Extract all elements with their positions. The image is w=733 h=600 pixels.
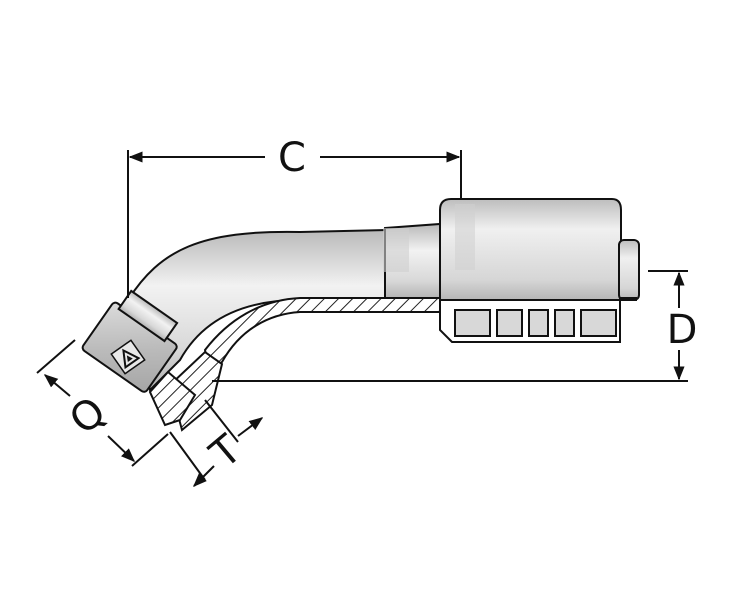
dim-q-line-bottom: [107, 435, 136, 462]
dim-t-line-top: [237, 417, 264, 437]
dim-d-label: D: [667, 307, 698, 353]
dim-t-line-bottom: [193, 465, 215, 487]
ferrule-serrations: [454, 309, 617, 337]
dim-c-label: C: [278, 135, 306, 181]
dim-t-extension-left: [169, 431, 206, 481]
dimension-t: [169, 399, 264, 487]
nut-face-section: [148, 370, 197, 427]
ferrule-end-cap: [618, 239, 640, 301]
tube-wall-section: [203, 297, 441, 374]
ferrule-shading-band: [455, 204, 475, 270]
parker-logo-icon: [110, 339, 146, 375]
dimension-c: [127, 150, 462, 298]
dim-q-line-top: [43, 374, 71, 397]
tube-shading-band: [383, 228, 409, 272]
dimension-d: [212, 270, 688, 382]
fitting-body: [81, 198, 640, 432]
dim-t-extension-right: [204, 399, 239, 443]
dim-q-extension-bottom: [131, 433, 169, 467]
ferrule: [439, 198, 622, 301]
dimension-q: [36, 339, 169, 467]
dim-q-extension-top: [36, 339, 76, 374]
